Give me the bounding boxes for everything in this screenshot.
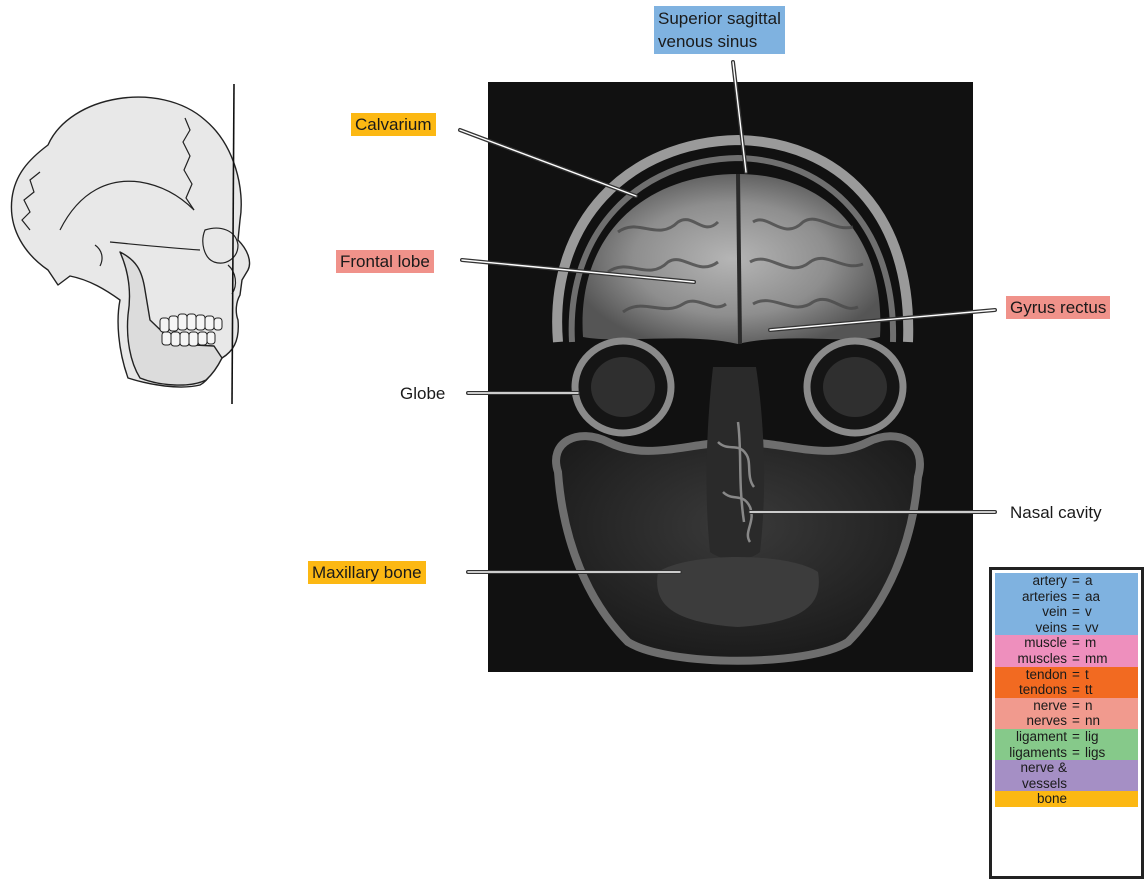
legend-nerve-vessels-line2: vessels — [995, 776, 1070, 792]
legend-row: ligaments=ligs — [995, 745, 1138, 761]
legend-row: tendon=t — [995, 667, 1138, 683]
legend-term: vein — [995, 604, 1070, 620]
legend-row: muscles=mm — [995, 651, 1138, 667]
legend-equals: = — [1070, 651, 1082, 667]
legend-abbreviation: nn — [1082, 713, 1138, 729]
label-calvarium: Calvarium — [351, 113, 436, 136]
legend-term: ligaments — [995, 745, 1070, 761]
legend-term: artery — [995, 573, 1070, 589]
legend-row: veins=vv — [995, 620, 1138, 636]
legend-abbreviation: a — [1082, 573, 1138, 589]
legend-term: tendons — [995, 682, 1070, 698]
legend-term: muscles — [995, 651, 1070, 667]
legend-equals: = — [1070, 713, 1082, 729]
label-maxillary-bone: Maxillary bone — [308, 561, 426, 584]
legend-abbreviation: tt — [1082, 682, 1138, 698]
legend-equals: = — [1070, 667, 1082, 683]
legend-row: tendons=tt — [995, 682, 1138, 698]
legend-equals: = — [1070, 745, 1082, 761]
label-nasal-cavity: Nasal cavity — [1006, 501, 1106, 524]
label-superior-sagittal-venous-sinus: Superior sagittal venous sinus — [654, 6, 785, 54]
label-globe: Globe — [396, 382, 449, 405]
legend-abbreviation: aa — [1082, 589, 1138, 605]
legend-equals: = — [1070, 573, 1082, 589]
legend-abbreviation: m — [1082, 635, 1138, 651]
legend-equals: = — [1070, 698, 1082, 714]
legend-abbreviation: ligs — [1082, 745, 1138, 761]
legend-row: artery=a — [995, 573, 1138, 589]
legend-bone-label: bone — [995, 791, 1070, 807]
legend-term: ligament — [995, 729, 1070, 745]
label-frontal-lobe: Frontal lobe — [336, 250, 434, 273]
legend-row: nerve=n — [995, 698, 1138, 714]
legend-abbreviation: v — [1082, 604, 1138, 620]
legend-row: vein=v — [995, 604, 1138, 620]
legend-abbreviation: t — [1082, 667, 1138, 683]
legend-abbreviation: lig — [1082, 729, 1138, 745]
legend-nerve-vessels-line1: nerve & — [995, 760, 1070, 776]
legend-row: muscle=m — [995, 635, 1138, 651]
legend-equals: = — [1070, 620, 1082, 636]
legend-row: arteries=aa — [995, 589, 1138, 605]
legend-term: arteries — [995, 589, 1070, 605]
legend-term: nerve — [995, 698, 1070, 714]
legend-term: tendon — [995, 667, 1070, 683]
legend-nerve-vessels: nerve & vessels — [995, 760, 1138, 791]
legend-equals: = — [1070, 604, 1082, 620]
legend-equals: = — [1070, 729, 1082, 745]
legend-equals: = — [1070, 635, 1082, 651]
legend-row: nerves=nn — [995, 713, 1138, 729]
legend-term: nerves — [995, 713, 1070, 729]
legend-row: ligament=lig — [995, 729, 1138, 745]
legend-equals: = — [1070, 682, 1082, 698]
legend-abbreviation: mm — [1082, 651, 1138, 667]
legend-abbreviation: vv — [1082, 620, 1138, 636]
legend-equals: = — [1070, 589, 1082, 605]
legend-term: muscle — [995, 635, 1070, 651]
legend-term: veins — [995, 620, 1070, 636]
legend-abbreviation: n — [1082, 698, 1138, 714]
label-gyrus-rectus: Gyrus rectus — [1006, 296, 1110, 319]
legend-bone: bone — [995, 791, 1138, 807]
